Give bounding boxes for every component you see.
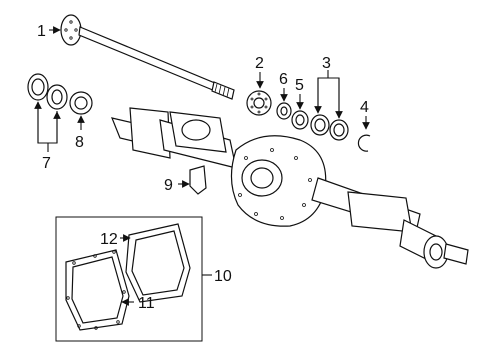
axle-housing	[111, 107, 469, 269]
callout-11: 11	[138, 295, 155, 312]
callout-10: 10	[214, 268, 232, 285]
callout-labels: 1 2 3 4 5 6 7 8 9 10 11 12	[37, 23, 369, 312]
callout-1: 1	[37, 23, 46, 40]
callout-3: 3	[322, 55, 331, 72]
left-seal-bearing-group	[27, 73, 93, 115]
leader-lines	[34, 26, 370, 306]
callout-4: 4	[360, 99, 369, 116]
callout-12: 12	[100, 231, 118, 248]
callout-7: 7	[42, 155, 51, 172]
pinion-seal-bearing-group	[246, 90, 371, 152]
callout-6: 6	[279, 71, 288, 88]
axle-shaft	[60, 14, 235, 100]
gasket-kit-box	[55, 216, 203, 342]
callout-8: 8	[75, 134, 84, 151]
callout-2: 2	[255, 55, 264, 72]
callout-9: 9	[164, 177, 173, 194]
callout-5: 5	[295, 77, 304, 94]
